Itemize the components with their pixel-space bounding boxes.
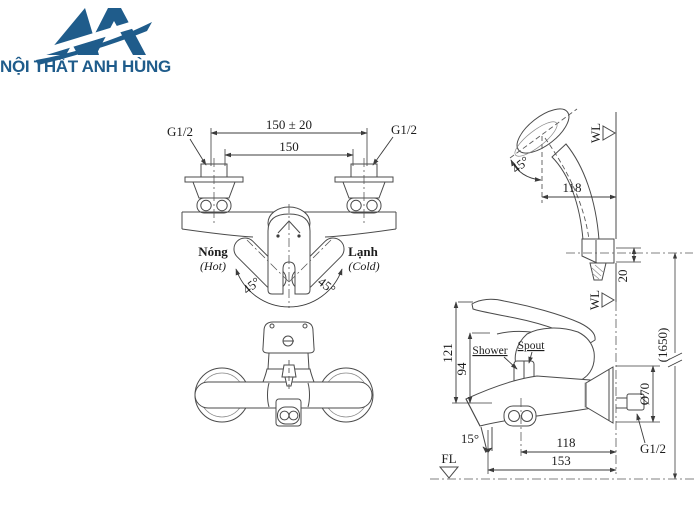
dim-118-top-label: 118 — [562, 180, 581, 195]
dim-20-label: 20 — [615, 270, 630, 283]
thread-right-label: G1/2 — [391, 122, 417, 137]
right-connector — [334, 158, 394, 224]
shower-view: 45° 118 20 WL — [508, 108, 693, 283]
logo-mark — [36, 8, 152, 65]
cold-label: Lạnh — [348, 244, 378, 259]
dim-153-label: 153 — [551, 453, 571, 468]
dim-70-label: Ø70 — [637, 383, 652, 405]
brand-name: NỘI THẤT ANH HÙNG — [0, 57, 171, 76]
hand-shower-head — [514, 108, 570, 157]
thread-left-label: G1/2 — [167, 124, 193, 139]
dim-1650-label: (1650) — [655, 328, 670, 363]
thread-stub — [626, 393, 645, 411]
side-lever — [471, 298, 596, 346]
handle-front — [262, 321, 315, 354]
spout-port-label: Spout — [518, 340, 546, 352]
thread-side-label: G1/2 — [640, 441, 666, 456]
dim-15-label: 15° — [461, 431, 479, 446]
brand-logo[interactable] — [0, 0, 190, 90]
hot-en-label: (Hot) — [200, 259, 226, 273]
wall-flange-side — [585, 366, 614, 424]
wl-top-label: WL — [588, 123, 603, 143]
dim-94-label: 94 — [454, 362, 469, 376]
front-view: 150 ± 20 150 G1/2 G1/2 — [167, 117, 417, 308]
dim-118-bottom-label: 118 — [556, 435, 575, 450]
front-bottom-view — [194, 321, 374, 427]
cold-en-label: (Cold) — [348, 259, 379, 273]
fl-label: FL — [441, 451, 456, 466]
left-connector — [184, 158, 244, 224]
dim-150-label: 150 — [279, 139, 299, 154]
dim-150-20-label: 150 ± 20 — [266, 117, 312, 132]
wl-mid-label: WL — [587, 290, 602, 310]
shower-port-label: Shower — [472, 345, 507, 357]
hot-label: Nóng — [198, 244, 228, 259]
floor-marker — [438, 466, 460, 479]
dim-121-label: 121 — [440, 343, 455, 363]
side-view: WL (1650) — [430, 112, 696, 480]
shower-holder — [581, 238, 615, 281]
side-spout — [465, 375, 593, 427]
